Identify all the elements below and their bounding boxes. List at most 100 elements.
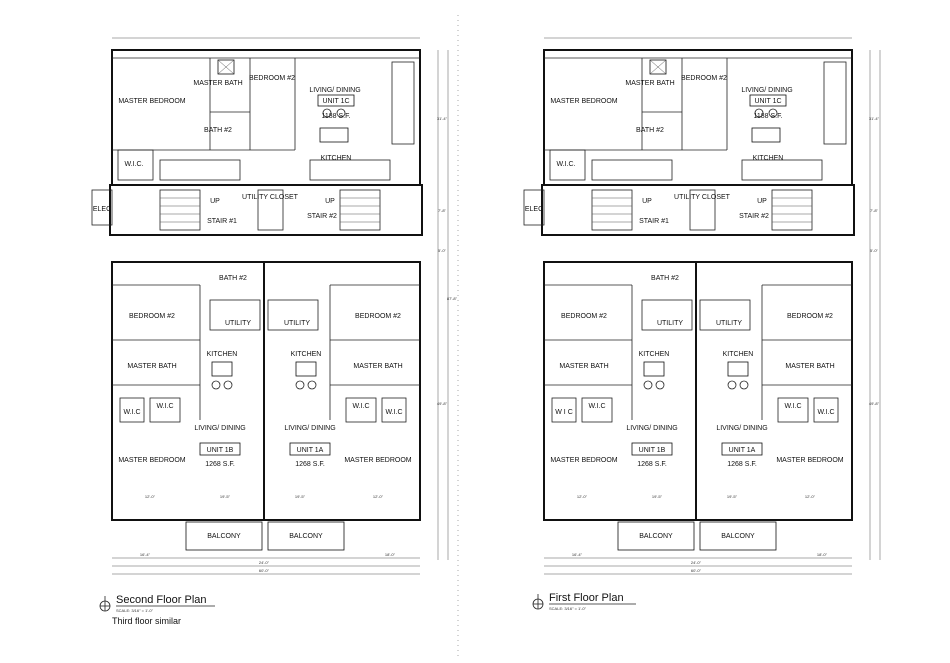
units-1a-1b-outline xyxy=(111,261,421,521)
dimension-label: 12'-0" xyxy=(577,494,588,499)
room-label: UTILITY CLOSET xyxy=(242,194,299,201)
second-floor-labels: MASTER BEDROOM MASTER BATH BATH #2 BEDRO… xyxy=(93,75,458,573)
room-label: BATH #2 xyxy=(651,275,679,282)
dimension-label: 60'-0" xyxy=(259,568,270,573)
room-label: MASTER BATH xyxy=(785,363,834,370)
room-label: MASTER BATH xyxy=(559,363,608,370)
room-label: W.I.C. xyxy=(124,161,143,168)
room-label: MASTER BEDROOM xyxy=(118,457,185,464)
room-label: ELEC xyxy=(525,206,543,213)
room-label: KITCHEN xyxy=(321,155,352,162)
second-floor-plan xyxy=(91,37,449,575)
unit-label: UNIT 1C xyxy=(754,98,781,105)
room-label: ELEC xyxy=(93,206,111,213)
room-label: KITCHEN xyxy=(207,351,238,358)
dimension-label: 16'-4" xyxy=(140,552,151,557)
dimension-label: 12'-0" xyxy=(373,494,384,499)
room-label: UTILITY xyxy=(225,320,251,327)
north-arrow-icon xyxy=(532,594,544,610)
room-label: MASTER BATH xyxy=(193,80,242,87)
room-label: BATH #2 xyxy=(219,275,247,282)
area-label: 1188 S.F. xyxy=(753,113,782,120)
dimension-label: 7'-8" xyxy=(870,208,879,213)
room-label: UP xyxy=(642,198,652,205)
room-label: UP xyxy=(210,198,220,205)
dimension-label: 60'-0" xyxy=(691,568,702,573)
dimension-label: 19'-5" xyxy=(220,494,231,499)
dimension-label: 31'-4" xyxy=(869,116,880,121)
room-label: W.I.C xyxy=(123,409,140,416)
area-label: 1268 S.F. xyxy=(205,461,235,468)
room-label: LIVING/ DINING xyxy=(716,425,767,432)
dimension-label: 12'-0" xyxy=(145,494,156,499)
room-label: LIVING/ DINING xyxy=(741,87,792,94)
dimension-label: 49'-8" xyxy=(869,401,880,406)
north-arrow-icon xyxy=(99,596,111,612)
room-label: BEDROOM #2 xyxy=(249,75,295,82)
room-label: BEDROOM #2 xyxy=(681,75,727,82)
room-label: UTILITY xyxy=(716,320,742,327)
room-label: BEDROOM #2 xyxy=(355,313,401,320)
room-label: UP xyxy=(757,198,767,205)
room-label: BEDROOM #2 xyxy=(561,313,607,320)
plan-note: Third floor similar xyxy=(112,616,181,626)
room-label: KITCHEN xyxy=(639,351,670,358)
room-label: UP xyxy=(325,198,335,205)
room-label: STAIR #1 xyxy=(207,218,237,225)
dimension-label: 5'-0" xyxy=(438,248,447,253)
room-label: W.I.C xyxy=(385,409,402,416)
second-floor-title-block: Second Floor Plan SCALE: 3/16" = 1'-0" T… xyxy=(99,594,215,626)
room-label: STAIR #2 xyxy=(307,213,337,220)
dimension-label: 18'-0" xyxy=(385,552,396,557)
dimension-label: 19'-5" xyxy=(295,494,306,499)
room-label: STAIR #2 xyxy=(739,213,769,220)
room-label: BEDROOM #2 xyxy=(787,313,833,320)
room-label: BALCONY xyxy=(721,533,755,540)
room-label: MASTER BEDROOM xyxy=(776,457,843,464)
dimension-label: 7'-8" xyxy=(438,208,447,213)
dimension-label: 5'-0" xyxy=(870,248,879,253)
room-label: BATH #2 xyxy=(636,127,664,134)
room-label: MASTER BATH xyxy=(127,363,176,370)
unit-1c-outline xyxy=(111,49,421,186)
area-label: 1268 S.F. xyxy=(727,461,757,468)
plan-title: First Floor Plan xyxy=(549,592,624,604)
room-label: BEDROOM #2 xyxy=(129,313,175,320)
room-label: KITCHEN xyxy=(753,155,784,162)
room-label: MASTER BEDROOM xyxy=(550,457,617,464)
area-label: 1268 S.F. xyxy=(637,461,667,468)
dimension-label: 18'-0" xyxy=(817,552,828,557)
unit-label: UNIT 1C xyxy=(322,98,349,105)
room-label: LIVING/ DINING xyxy=(194,425,245,432)
room-label: W.I.C xyxy=(588,403,605,410)
plan-scale: SCALE: 3/16" = 1'-0" xyxy=(549,606,587,611)
dimension-label: 87'-8" xyxy=(447,296,458,301)
room-label: W I C xyxy=(555,409,573,416)
dimension-label: 16'-4" xyxy=(572,552,583,557)
room-label: MASTER BATH xyxy=(625,80,674,87)
room-label: MASTER BEDROOM xyxy=(118,98,185,105)
plan-scale: SCALE: 3/16" = 1'-0" xyxy=(116,608,154,613)
room-label: KITCHEN xyxy=(723,351,754,358)
room-label: W.I.C xyxy=(352,403,369,410)
room-label: W.I.C xyxy=(817,409,834,416)
dimension-label: 24'-0" xyxy=(691,560,702,565)
room-label: W.I.C xyxy=(784,403,801,410)
room-label: STAIR #1 xyxy=(639,218,669,225)
room-label: MASTER BEDROOM xyxy=(550,98,617,105)
room-label: UTILITY xyxy=(657,320,683,327)
room-label: W.I.C. xyxy=(556,161,575,168)
first-floor-plan: MASTER BEDROOM MASTER BATH BATH #2 BEDRO… xyxy=(523,37,881,575)
unit-label: UNIT 1A xyxy=(729,447,756,454)
room-label: MASTER BATH xyxy=(353,363,402,370)
room-label: BATH #2 xyxy=(204,127,232,134)
room-label: LIVING/ DINING xyxy=(284,425,335,432)
room-label: MASTER BEDROOM xyxy=(344,457,411,464)
room-label: BALCONY xyxy=(639,533,673,540)
dimension-label: 19'-5" xyxy=(727,494,738,499)
area-label: 1268 S.F. xyxy=(295,461,325,468)
room-label: UTILITY xyxy=(284,320,310,327)
dimension-label: 31'-4" xyxy=(437,116,448,121)
dimension-label: 12'-0" xyxy=(805,494,816,499)
